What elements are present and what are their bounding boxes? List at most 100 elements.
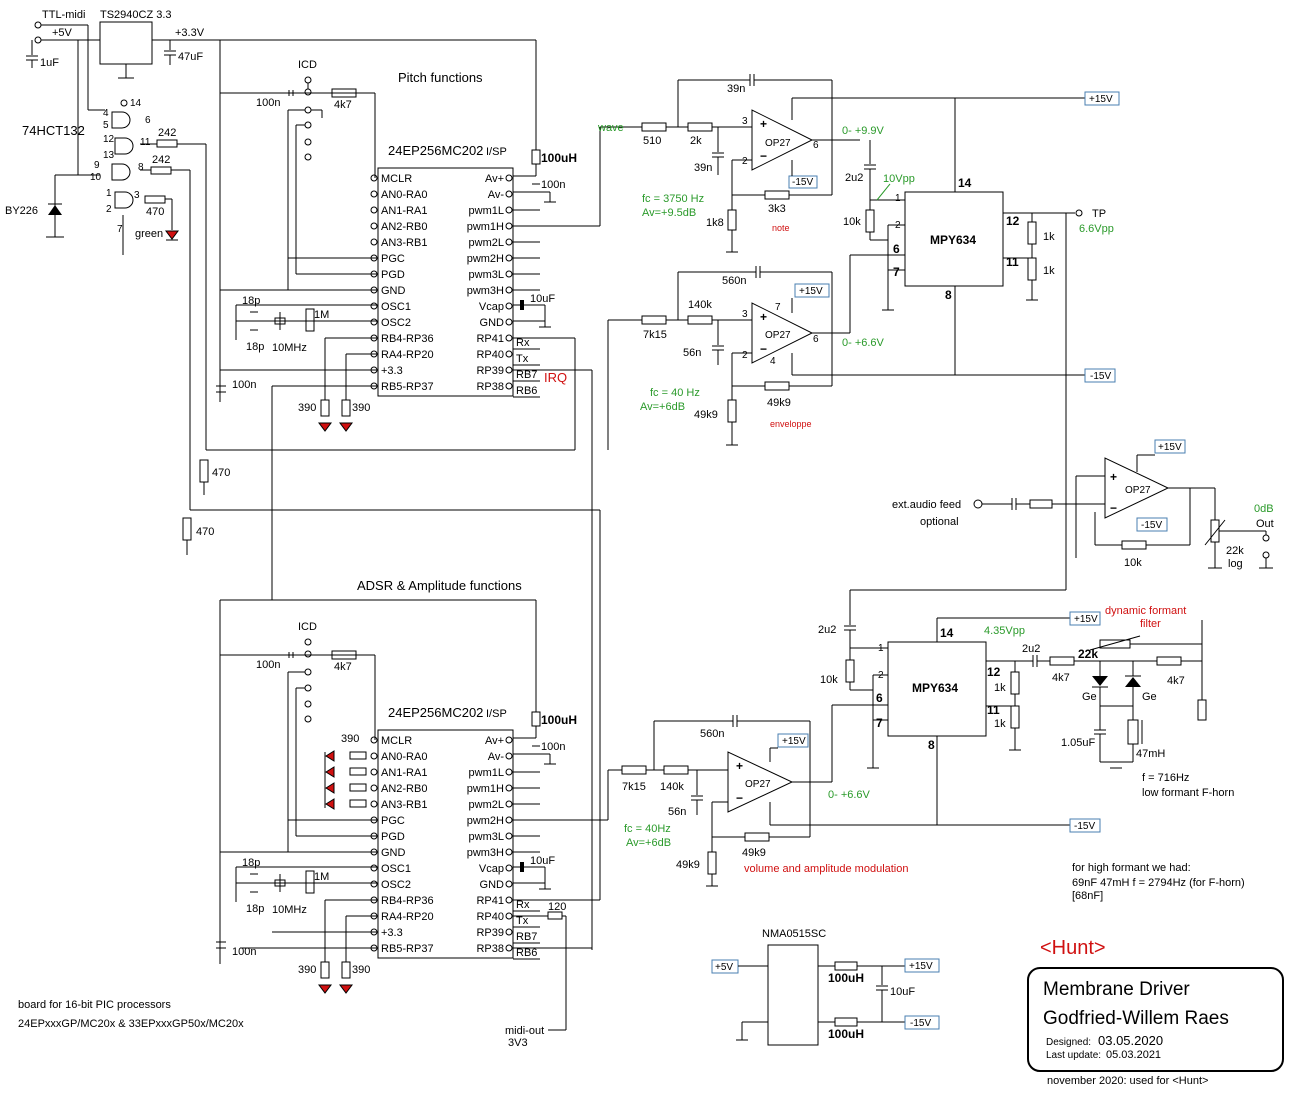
output-jack[interactable] bbox=[1262, 534, 1270, 542]
svg-text:2u2: 2u2 bbox=[1022, 643, 1040, 655]
svg-text:14: 14 bbox=[940, 626, 954, 640]
chip-pin-dot bbox=[505, 190, 513, 198]
svg-text:Out: Out bbox=[1256, 518, 1274, 530]
title-author: Godfried-Willem Raes bbox=[1043, 1008, 1229, 1029]
chip-left-pin-label: RA4-RP20 bbox=[381, 349, 434, 361]
chip-pin-dot bbox=[370, 238, 378, 246]
chip-pin-dot bbox=[505, 944, 513, 952]
chip-extra-pin-label: Rx bbox=[516, 337, 530, 349]
adsr-title: ADSR & Amplitude functions bbox=[357, 578, 522, 593]
svg-text:39n: 39n bbox=[727, 83, 745, 95]
svg-text:7k15: 7k15 bbox=[643, 329, 667, 341]
chip-pin-dot bbox=[505, 302, 513, 310]
chip-right-pin-label: pwm2H bbox=[467, 253, 504, 265]
chip-left-pin-label: OSC1 bbox=[381, 301, 411, 313]
svg-text:390: 390 bbox=[298, 402, 316, 414]
svg-text:OP27: OP27 bbox=[765, 330, 791, 341]
chip-left-pin-label: RB5-RP37 bbox=[381, 381, 434, 393]
svg-text:100uH: 100uH bbox=[828, 971, 864, 985]
svg-text:100uH: 100uH bbox=[541, 713, 577, 727]
volume-filter-stage: 7k15 140k 560n 56n + − OP27 +15V -15V 49… bbox=[513, 715, 1245, 902]
chip-pin-dot bbox=[505, 736, 513, 744]
power-input-section: TTL-midi +5V 1uF TS2940CZ 3.3 +3.3V 47uF bbox=[26, 9, 537, 400]
adsr-leds: 390 bbox=[324, 733, 367, 810]
svg-text:11: 11 bbox=[140, 137, 151, 148]
svg-text:1k: 1k bbox=[1043, 231, 1055, 243]
svg-text:470: 470 bbox=[212, 467, 230, 479]
svg-text:0- +6.6V: 0- +6.6V bbox=[842, 337, 885, 349]
chip-pin-dot bbox=[370, 736, 378, 744]
svg-text:TP: TP bbox=[1092, 208, 1106, 220]
chip-extra-pin-label: RB7 bbox=[516, 369, 537, 381]
svg-text:6: 6 bbox=[813, 140, 819, 151]
svg-text:-15V: -15V bbox=[1074, 821, 1095, 832]
svg-text:1k: 1k bbox=[994, 718, 1006, 730]
chip-pin-dot bbox=[505, 880, 513, 888]
mpy634-top bbox=[904, 191, 1004, 287]
chip-left-pin-label: OSC2 bbox=[381, 879, 411, 891]
svg-text:10Vpp: 10Vpp bbox=[883, 173, 915, 185]
chip-pin-dot bbox=[505, 174, 513, 182]
chip-left-pin-label: +3.3 bbox=[381, 927, 403, 939]
svg-text:7: 7 bbox=[876, 716, 883, 730]
svg-text:12: 12 bbox=[1006, 214, 1020, 228]
svg-text:18p: 18p bbox=[242, 857, 260, 869]
chip-right-pin-label: RP39 bbox=[476, 365, 504, 377]
green-led-label: green bbox=[135, 228, 163, 240]
chip-right-pin-label: RP41 bbox=[476, 333, 504, 345]
multiplier-1: MPY634 14 8 12 11 1 2 6 7 TP 6.6Vpp 1k 1… bbox=[849, 91, 1120, 591]
chip-left-pin-label: PGC bbox=[381, 253, 405, 265]
r242b-label: 242 bbox=[152, 154, 170, 166]
opamp-envelope bbox=[751, 302, 814, 364]
chip-right-pin-label: RP40 bbox=[476, 349, 504, 361]
svg-text:−: − bbox=[1110, 501, 1117, 515]
svg-text:470: 470 bbox=[196, 526, 214, 538]
svg-text:7: 7 bbox=[117, 224, 123, 235]
title-membrane-driver: Membrane Driver bbox=[1043, 979, 1190, 1000]
note-filter-stage: wave 510 2k 39n 39n + − OP27 3 2 6 -15V … bbox=[513, 74, 1085, 253]
chip-right-pin-label: pwm2L bbox=[469, 237, 504, 249]
chip-pin-dot bbox=[505, 382, 513, 390]
ext-audio-jack[interactable] bbox=[973, 499, 983, 509]
svg-text:4.35Vpp: 4.35Vpp bbox=[984, 625, 1025, 637]
chip-pin-dot bbox=[505, 896, 513, 904]
opamp-volume bbox=[727, 751, 794, 813]
chip-pin-dot bbox=[370, 318, 378, 326]
svg-text:4k7: 4k7 bbox=[1167, 675, 1185, 687]
svg-text:2u2: 2u2 bbox=[818, 624, 836, 636]
svg-text:69nF 47mH f = 2794Hz (f: 69nF 47mH f = 2794Hz (for F-horn) bbox=[1072, 877, 1245, 889]
chip-left-pin-label: +3.3 bbox=[381, 365, 403, 377]
chip-left-pin-label: RA4-RP20 bbox=[381, 911, 434, 923]
pitch-title: Pitch functions bbox=[398, 70, 483, 85]
svg-text:7: 7 bbox=[893, 265, 900, 279]
svg-text:enveloppe: enveloppe bbox=[770, 419, 812, 429]
chip-left-pin-label: RB4-RP36 bbox=[381, 333, 434, 345]
envelope-filter-stage: 7k15 140k 560n 56n + − OP27 3 2 7 4 6 +1… bbox=[607, 266, 1116, 450]
svg-text:−: − bbox=[736, 791, 743, 805]
svg-text:0- +6.6V: 0- +6.6V bbox=[828, 789, 871, 801]
svg-text:10MHz: 10MHz bbox=[272, 342, 307, 354]
chip-right-pin-label: Vcap bbox=[479, 863, 504, 875]
svg-text:100uH: 100uH bbox=[828, 1027, 864, 1041]
board-note-1: board for 16-bit PIC processors bbox=[18, 999, 171, 1011]
svg-text:1k8: 1k8 bbox=[706, 217, 724, 229]
svg-text:OP27: OP27 bbox=[765, 138, 791, 149]
chip-left-pin-label: OSC1 bbox=[381, 863, 411, 875]
chip-pin-dot bbox=[370, 784, 378, 792]
svg-text:11: 11 bbox=[987, 703, 1000, 717]
svg-text:Ge: Ge bbox=[1082, 691, 1097, 703]
svg-text:100n: 100n bbox=[541, 179, 565, 191]
c-47uf-label: 47uF bbox=[178, 51, 203, 63]
svg-text:390: 390 bbox=[352, 964, 370, 976]
svg-text:fc = 40Hz: fc = 40Hz bbox=[624, 823, 671, 835]
chip-right-pin-label: pwm1H bbox=[467, 783, 504, 795]
svg-text:1M: 1M bbox=[314, 871, 329, 883]
chip-left-pin-label: AN1-RA1 bbox=[381, 205, 427, 217]
irq-label: IRQ bbox=[544, 370, 567, 385]
chip-left-pin-label: PGD bbox=[381, 269, 405, 281]
svg-text:0- +9.9V: 0- +9.9V bbox=[842, 125, 885, 137]
svg-text:49k9: 49k9 bbox=[676, 859, 700, 871]
svg-text:log: log bbox=[1228, 558, 1243, 570]
svg-text:+15V: +15V bbox=[1089, 94, 1113, 105]
svg-text:13: 13 bbox=[103, 150, 115, 161]
